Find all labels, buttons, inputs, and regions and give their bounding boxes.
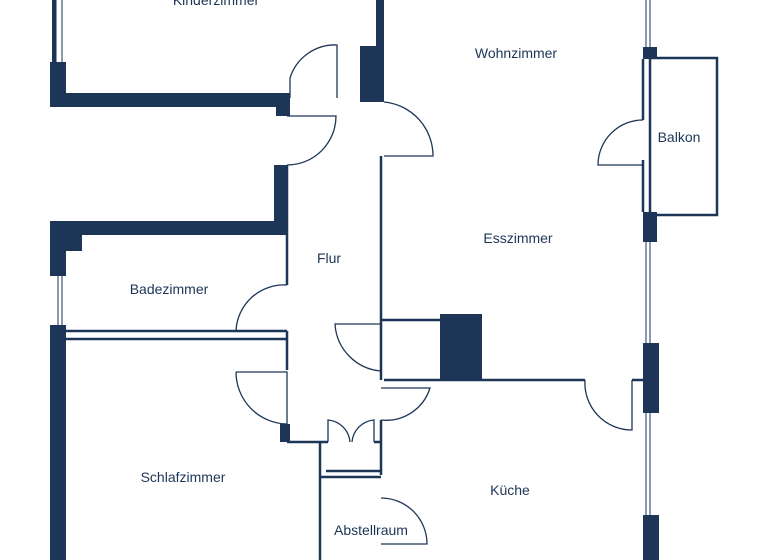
wall-kinderzimmer-left-top [52, 0, 56, 62]
wall-balkon-left-bottom [643, 212, 657, 242]
label-balkon: Balkon [658, 129, 701, 145]
door-esszimmer [334, 323, 382, 372]
door-balkon [597, 119, 644, 166]
door-kinderzimmer [289, 44, 338, 98]
walls [50, 0, 659, 560]
wall-flur-left-upper [274, 165, 288, 235]
door-badezimmer [235, 284, 288, 332]
wall-flur-top-stub [276, 98, 290, 116]
door-kueche-side [584, 379, 633, 431]
wall-kinderzimmer-right [376, 0, 384, 48]
wall-balkon-left-top [643, 47, 657, 59]
wall-right-mid [643, 343, 659, 413]
door-schlafzimmer [235, 371, 288, 425]
label-flur: Flur [317, 250, 341, 266]
label-badezimmer: Badezimmer [130, 281, 209, 297]
label-kinderzimmer: Kinderzimmer [173, 0, 260, 8]
wall-badezimmer-corner [66, 235, 82, 251]
wall-kinderzimmer-right-block [360, 46, 384, 102]
wall-flur-lower-left [280, 424, 290, 442]
label-abstellraum: Abstellraum [334, 522, 408, 538]
wall-kinderzimmer-left-stub [50, 62, 66, 107]
windows [55, 0, 651, 515]
label-schlafzimmer: Schlafzimmer [141, 469, 226, 485]
wall-badezimmer-top [50, 221, 280, 235]
label-esszimmer: Esszimmer [483, 230, 553, 246]
door-abstellraum-left [327, 419, 351, 443]
doors [235, 44, 644, 545]
wall-kitchen-block [440, 314, 482, 380]
label-wohnzimmer: Wohnzimmer [475, 45, 558, 61]
wall-badezimmer-left [50, 221, 66, 276]
label-kueche: Küche [490, 482, 530, 498]
door-abstellraum-right [351, 419, 375, 443]
door-wohnzimmer [383, 101, 434, 157]
wall-schlafzimmer-left [50, 325, 66, 560]
thin-walls [66, 56, 719, 560]
wall-kinderzimmer-bottom [50, 93, 290, 107]
door-kueche [380, 387, 431, 421]
wall-right-bottom [643, 515, 659, 560]
room-labels: Kinderzimmer Wohnzimmer Balkon Esszimmer… [130, 0, 701, 538]
door-abstellraum-inner [380, 497, 428, 545]
door-flur-top [286, 115, 337, 166]
